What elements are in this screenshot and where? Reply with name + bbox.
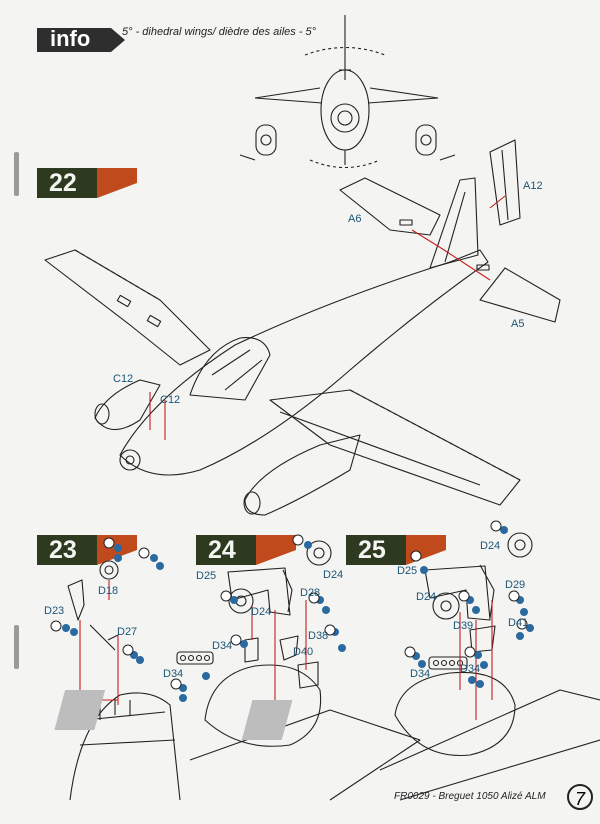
binder-mark-top <box>14 152 19 196</box>
part-label-d24-top: D24 <box>323 569 344 581</box>
part-label-a6: A6 <box>348 213 362 225</box>
part-label-d28: D28 <box>300 587 321 599</box>
part-label-d23: D23 <box>44 605 65 617</box>
part-label-a12: A12 <box>523 180 543 192</box>
part-label-d18: D18 <box>98 585 119 597</box>
part-label-d34-b: D34 <box>163 668 184 680</box>
step-23-number: 23 <box>49 536 77 564</box>
footer-title: FR0029 - Breguet 1050 Alizé ALM <box>394 791 546 802</box>
part-label-d34-b: D34 <box>410 668 431 680</box>
step-22-number: 22 <box>49 169 77 197</box>
info-label: info <box>50 26 91 51</box>
dihedral-note: 5° - dihedral wings/ dièdre des ailes - … <box>122 26 317 38</box>
part-label-d38: D38 <box>308 630 329 642</box>
part-label-d34-a: D34 <box>460 663 481 675</box>
step22-aircraft <box>44 139 561 516</box>
part-label-c12-lower: C12 <box>160 394 181 406</box>
part-label-d41: D41 <box>508 617 529 629</box>
binder-mark-bottom <box>14 625 19 669</box>
info-tag <box>37 28 125 52</box>
part-label-a5: A5 <box>511 318 525 330</box>
part-label-d39: D39 <box>453 620 474 632</box>
part-label-d34-a: D34 <box>212 640 233 652</box>
step23-drawing <box>67 560 181 801</box>
front-view-aircraft <box>239 15 456 168</box>
part-label-d24-mid: D24 <box>251 606 272 618</box>
part-label-d27: D27 <box>117 626 138 638</box>
page-number: 7 <box>567 784 593 810</box>
part-label-d25: D25 <box>196 570 217 582</box>
part-label-d24-top: D24 <box>480 540 501 552</box>
part-label-d29: D29 <box>505 579 526 591</box>
part-label-d24-mid: D24 <box>416 591 437 603</box>
step-24-number: 24 <box>208 536 236 564</box>
part-label-d40: D40 <box>293 646 314 658</box>
part-label-c12-upper: C12 <box>113 373 134 385</box>
step-25-number: 25 <box>358 536 386 564</box>
part-label-d25: D25 <box>397 565 418 577</box>
